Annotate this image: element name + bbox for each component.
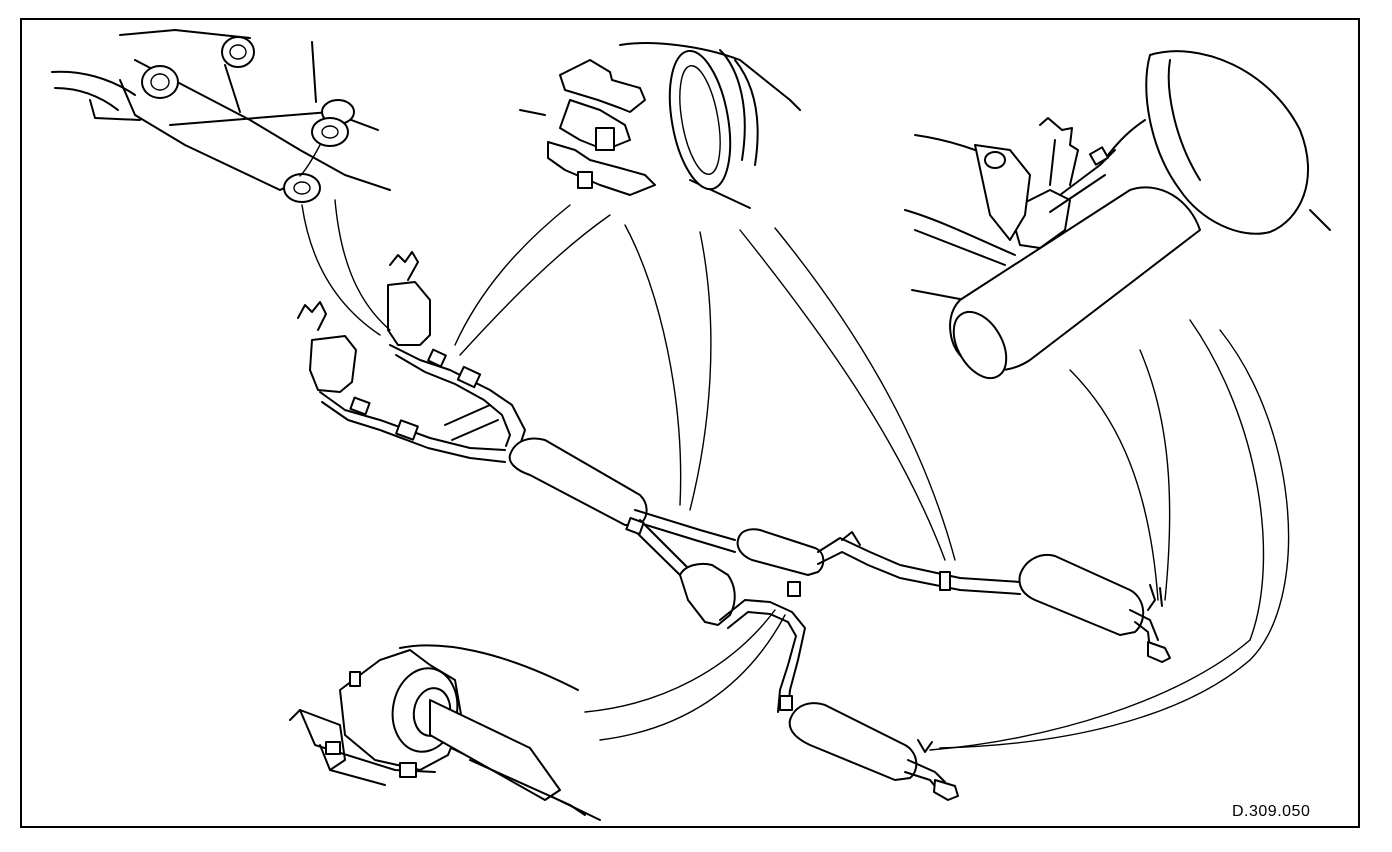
figure-code: D.309.050 (1232, 803, 1311, 820)
pipe-section (429, 699, 561, 801)
center-resonator (736, 528, 825, 576)
lower-resonator (679, 562, 736, 626)
nut-icon (283, 173, 321, 203)
clamp-bolt-icon (559, 59, 646, 113)
detail-top-left-bracket (51, 29, 391, 203)
leader-lines (301, 199, 1290, 751)
exhaust-assembly (297, 251, 1171, 801)
front-muffler (508, 437, 648, 526)
bolt-head-icon (984, 151, 1006, 169)
detail-top-right-hanger (904, 50, 1331, 380)
rear-right-muffler (1018, 554, 1145, 636)
detail-top-center-clamp (519, 42, 801, 209)
nut-icon (311, 117, 349, 147)
bolt-head-icon (221, 36, 255, 68)
tailpipe-tip-right (1147, 641, 1171, 663)
tailpipe-tip-left (933, 779, 959, 801)
detail-bottom-left-mount (289, 644, 601, 821)
catalytic-converter-front (309, 335, 357, 393)
bolt-head-icon (141, 65, 179, 99)
rear-left-muffler (788, 702, 918, 781)
catalytic-converter-rear (387, 281, 431, 346)
